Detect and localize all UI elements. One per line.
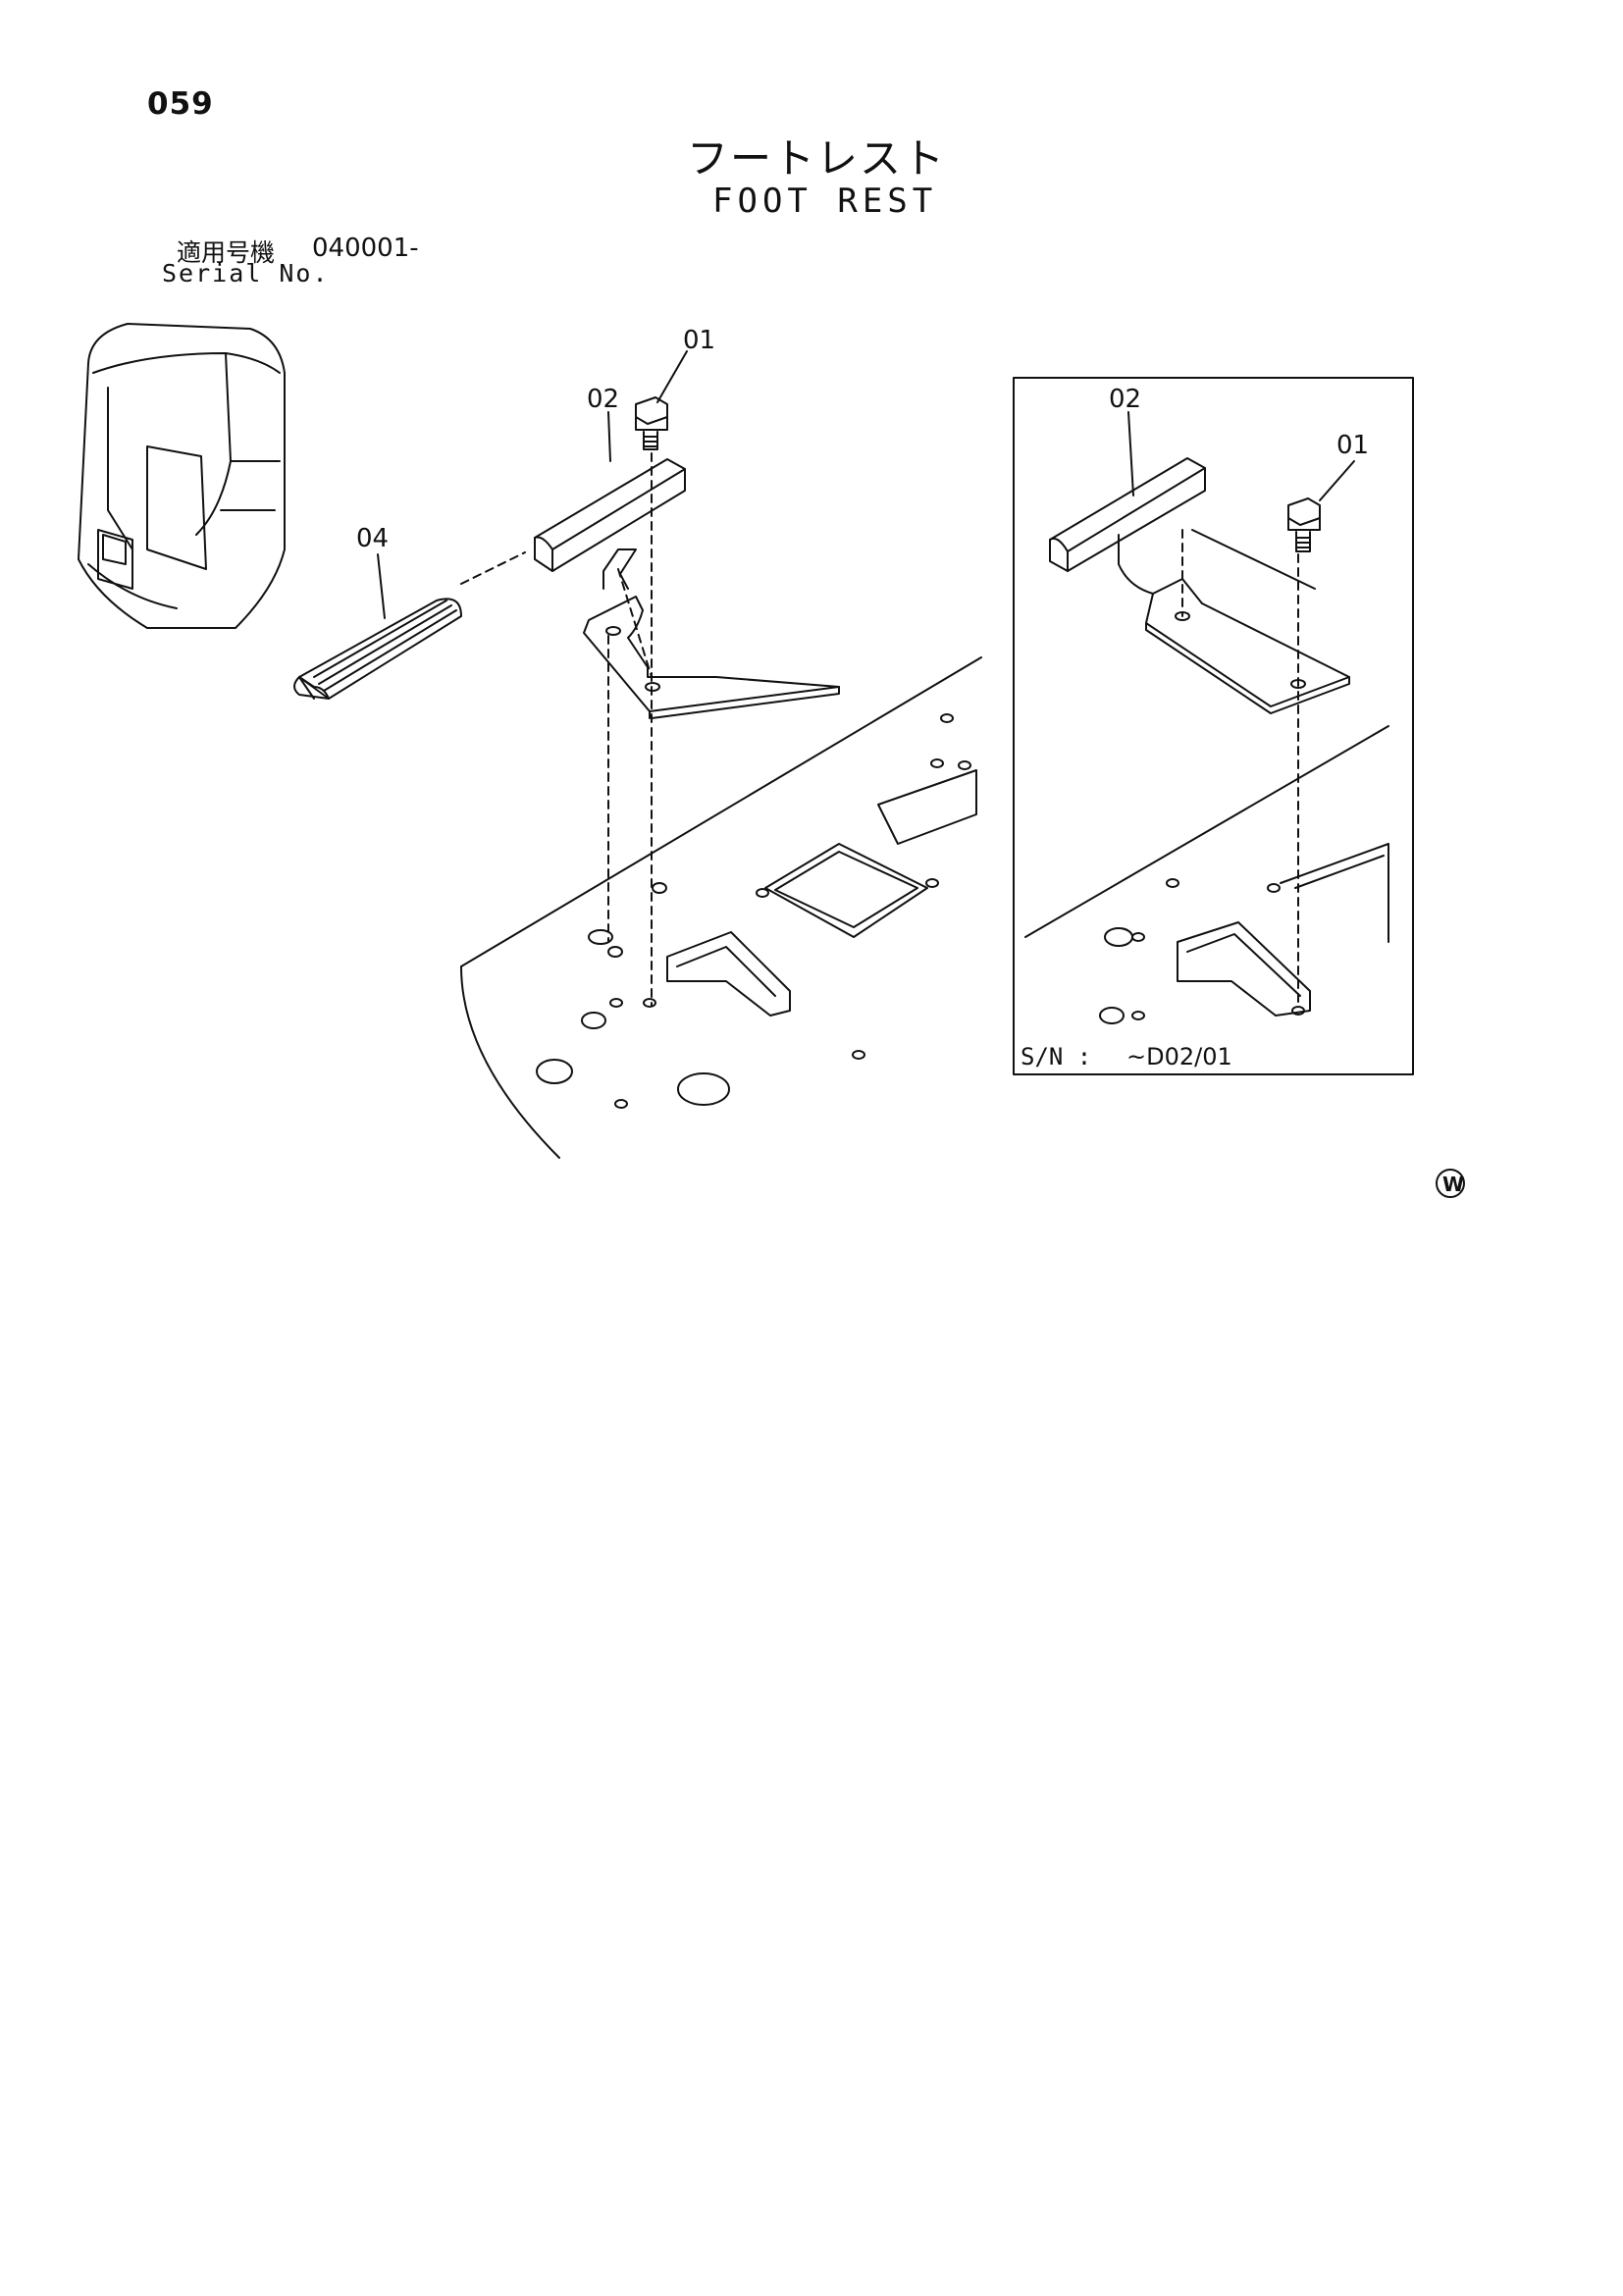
- page-number: 059: [147, 86, 214, 122]
- foot-rest-bracket-icon: [1049, 457, 1350, 714]
- callout-01: 01: [683, 326, 715, 355]
- inset-sn-value: ~D02/01: [1126, 1043, 1232, 1070]
- callout-02: 02: [587, 385, 619, 414]
- serial-value: 040001-: [312, 234, 419, 263]
- serial-label-japanese: 適用号機: [177, 238, 276, 267]
- floor-plate-icon: [1024, 725, 1389, 1024]
- title-japanese: フートレスト: [687, 134, 947, 183]
- callout-04: 04: [356, 524, 389, 553]
- bolt-icon: [1287, 497, 1321, 552]
- floor-plate-icon: [460, 656, 982, 1159]
- inset-sn-label: S/N :: [1021, 1043, 1091, 1070]
- inset-callout-02: 02: [1109, 385, 1141, 414]
- rubber-grip-icon: [293, 598, 462, 700]
- serial-label-english: Serial No.: [162, 259, 330, 287]
- bolt-icon: [635, 396, 668, 450]
- cab-icon: [78, 323, 286, 629]
- foot-rest-bracket-icon: [534, 458, 840, 719]
- w-mark: W: [1442, 1173, 1464, 1196]
- inset-callout-01: 01: [1336, 431, 1369, 460]
- title-english: FOOT REST: [712, 182, 938, 221]
